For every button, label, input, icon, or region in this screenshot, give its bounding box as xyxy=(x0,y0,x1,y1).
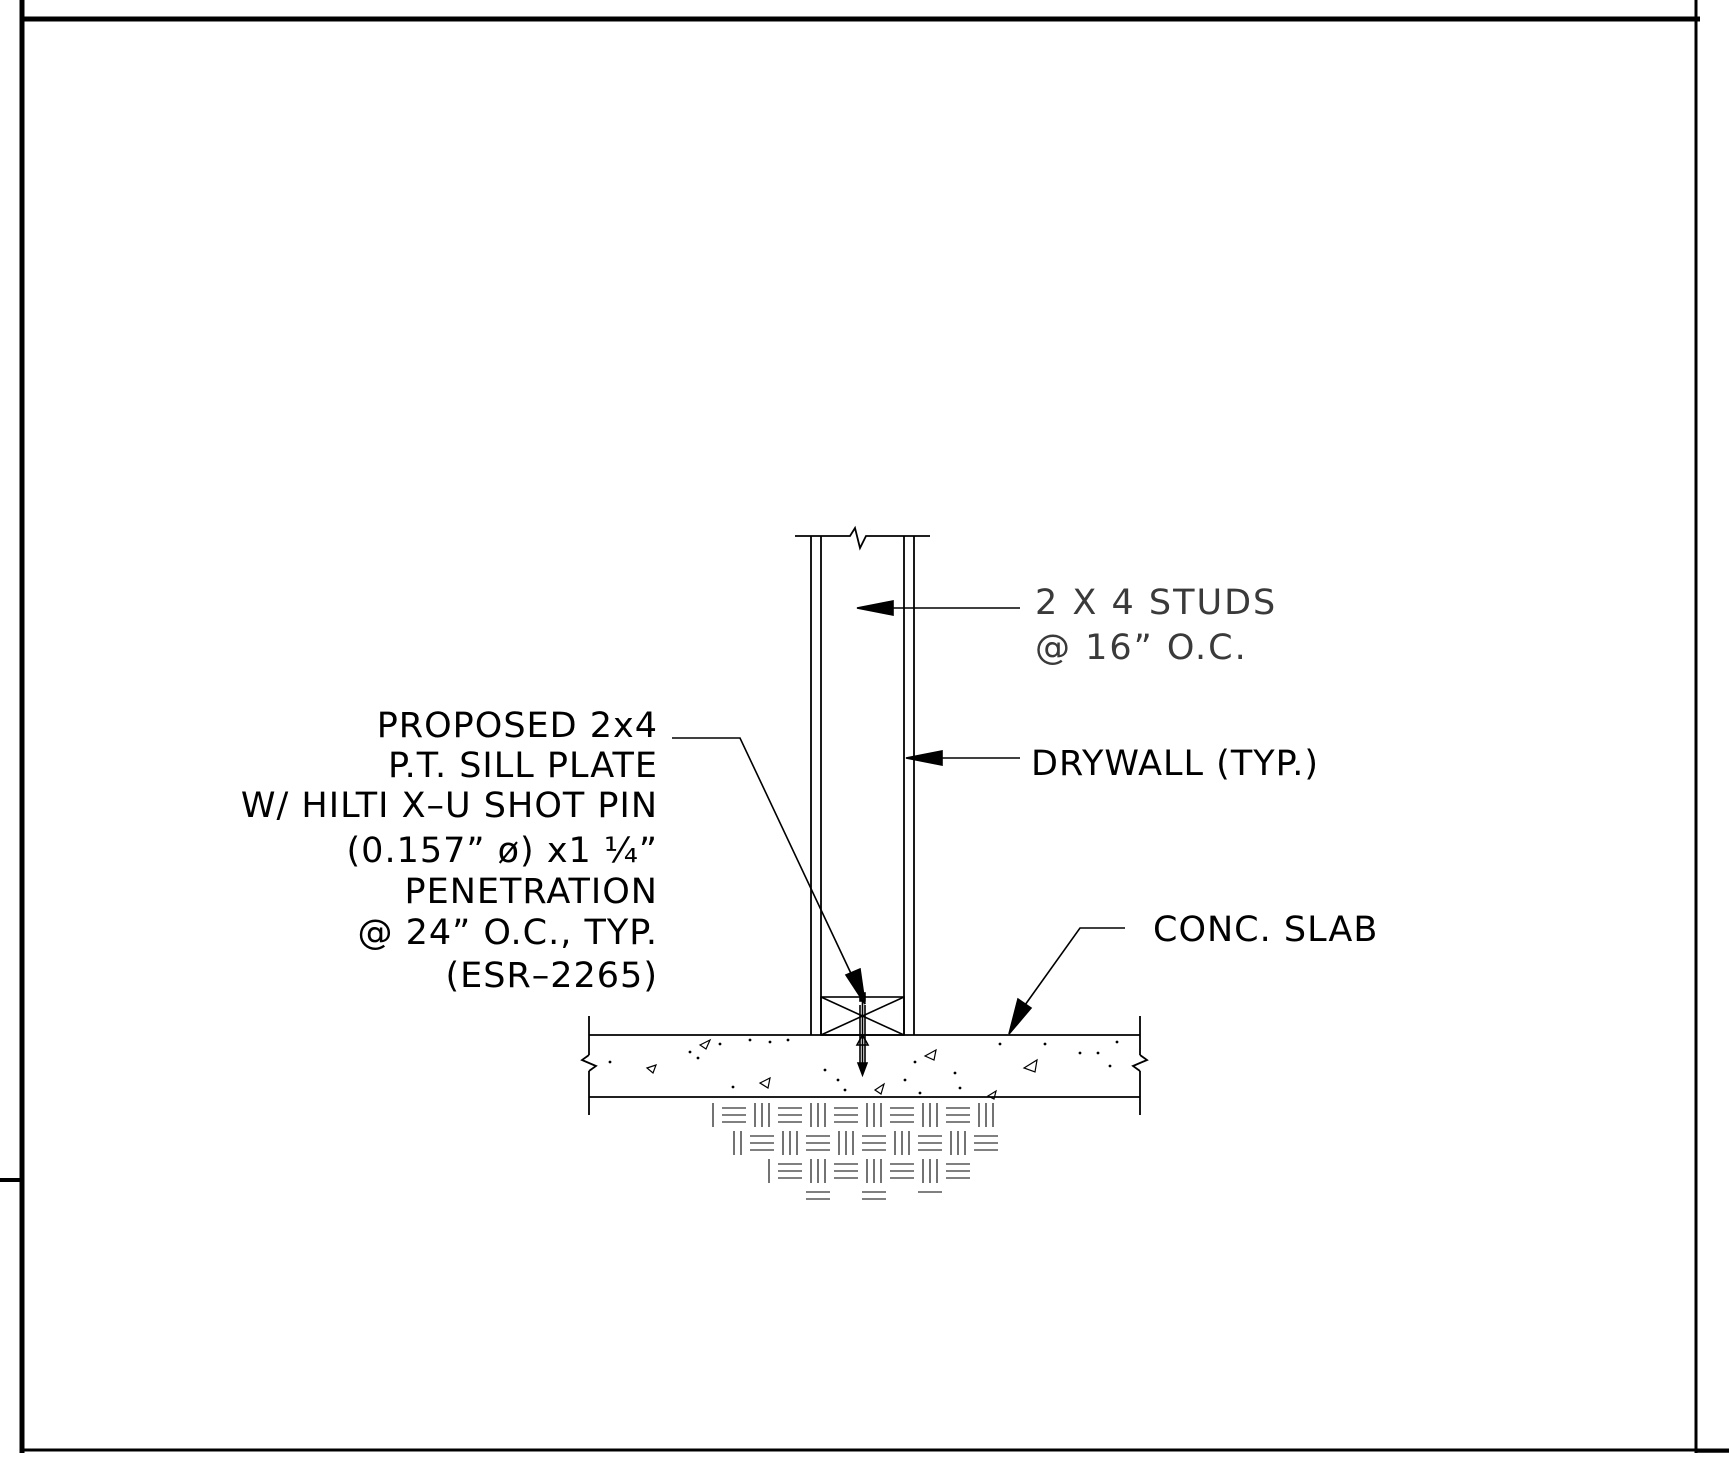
studs-label-line-2: @ 16” O.C. xyxy=(1035,628,1248,668)
wall-break-line xyxy=(795,525,930,551)
sill-label-line-2: P.T. SILL PLATE xyxy=(388,746,658,786)
sill-label-line-7: (ESR–2265) xyxy=(445,956,658,996)
drywall-label: DRYWALL (TYP.) xyxy=(1031,744,1319,784)
concrete-hatch xyxy=(608,1038,1119,1100)
sill-label-line-6: @ 24” O.C., TYP. xyxy=(357,913,658,953)
sill-label-line-5: PENETRATION xyxy=(405,872,658,912)
label-studs: 2 X 4 STUDS @ 16” O.C. xyxy=(1035,583,1277,668)
leaders xyxy=(672,600,1125,1035)
stud-wall xyxy=(795,525,930,1035)
shot-pin xyxy=(855,992,870,1078)
soil-hatch xyxy=(712,1103,998,1200)
sill-label-line-4: (0.157” ø) x1 ¼” xyxy=(347,831,658,871)
studs-label-line-1: 2 X 4 STUDS xyxy=(1035,583,1277,623)
slab-label: CONC. SLAB xyxy=(1153,910,1378,950)
sill-label-line-1: PROPOSED 2x4 xyxy=(377,706,658,746)
label-sill-plate: PROPOSED 2x4 P.T. SILL PLATE W/ HILTI X–… xyxy=(241,706,658,996)
sill-label-line-3: W/ HILTI X–U SHOT PIN xyxy=(241,786,658,826)
concrete-slab xyxy=(580,1016,1149,1115)
